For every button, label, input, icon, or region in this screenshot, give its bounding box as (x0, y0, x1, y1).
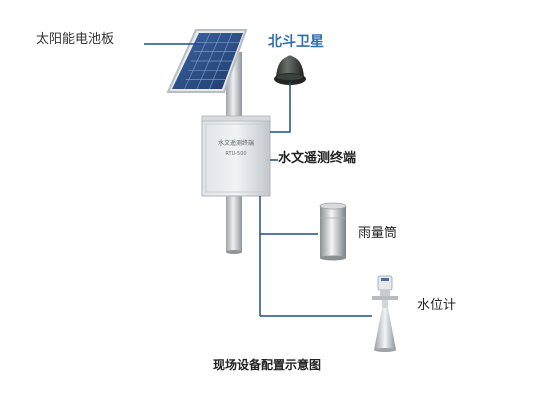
water-level-meter-label: 水位计 (417, 298, 457, 313)
hydro-terminal-box: 水文遥测终端 RTU-500 (201, 115, 271, 197)
connector-beidou (270, 82, 291, 133)
water-level-meter (372, 275, 398, 352)
diagram-caption: 现场设备配置示意图 (213, 358, 322, 372)
rain-gauge (319, 202, 347, 261)
box-nameplate-line2: RTU-500 (225, 151, 246, 157)
hydro-terminal-label: 水文遥测终端 (278, 151, 357, 166)
beidou-antenna (274, 55, 306, 85)
beidou-satellite-label: 北斗卫星 (268, 34, 324, 50)
box-nameplate-line1: 水文遥测终端 (218, 139, 254, 147)
rain-gauge-label: 雨量筒 (358, 226, 398, 241)
solar-panel (166, 29, 248, 93)
solar-panel-label: 太阳能电池板 (36, 32, 115, 47)
connector-lines (144, 43, 372, 317)
